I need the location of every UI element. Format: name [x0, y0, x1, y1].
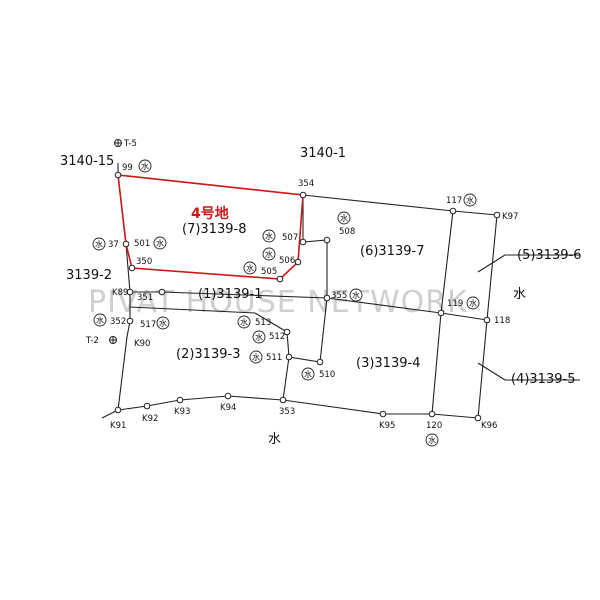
svg-text:水: 水 — [304, 369, 312, 379]
watermark-text: PIVAT HOUSE NETWORK — [88, 285, 468, 320]
svg-text:K95: K95 — [379, 421, 395, 431]
svg-text:水: 水 — [340, 213, 348, 223]
svg-text:120: 120 — [426, 421, 442, 431]
svg-text:505: 505 — [261, 267, 277, 277]
svg-text:水: 水 — [252, 352, 260, 362]
svg-text:501: 501 — [134, 239, 150, 249]
svg-text:119: 119 — [447, 299, 463, 309]
parcel-3140-15: 3140-15 — [60, 154, 114, 169]
parcel-3139-7: (6)3139-7 — [360, 244, 424, 259]
svg-text:K92: K92 — [142, 414, 158, 424]
water-mark-icon: 水 — [337, 211, 351, 225]
water-mark-icon: 水 — [262, 247, 276, 261]
svg-text:水: 水 — [265, 231, 273, 241]
svg-text:353: 353 — [279, 407, 295, 417]
svg-text:352: 352 — [110, 317, 126, 327]
svg-text:K96: K96 — [481, 421, 497, 431]
water-mark-icon: 水 — [301, 367, 315, 381]
svg-text:511: 511 — [266, 353, 282, 363]
water-mark-icon: 水 — [156, 316, 170, 330]
svg-text:506: 506 — [279, 256, 295, 266]
svg-text:K97: K97 — [502, 212, 518, 222]
svg-text:513: 513 — [255, 318, 271, 328]
water-mark-icon: 水 — [249, 350, 263, 364]
svg-text:37: 37 — [108, 240, 119, 250]
water-mark-icon: 水 — [153, 236, 167, 250]
svg-text:507: 507 — [282, 233, 298, 243]
water-mark-icon: 水 — [243, 261, 257, 275]
svg-text:水: 水 — [352, 290, 360, 300]
svg-text:350: 350 — [136, 257, 152, 267]
svg-text:水: 水 — [466, 195, 474, 205]
water-label-south: 水 — [268, 432, 281, 447]
parcel-3139-5: (4)3139-5 — [511, 372, 575, 387]
water-mark-icon: 水 — [466, 296, 480, 310]
water-mark-icon: 水 — [463, 193, 477, 207]
parcel-3139-2: 3139-2 — [66, 268, 112, 283]
svg-text:K90: K90 — [134, 339, 150, 349]
water-marks: 水 水 水 水 水 水 水 水 水 水 水 水 水 水 水 水 水 — [92, 159, 480, 447]
water-mark-icon: 水 — [92, 237, 106, 251]
svg-text:510: 510 — [319, 370, 335, 380]
svg-text:水: 水 — [96, 315, 104, 325]
svg-text:水: 水 — [159, 318, 167, 328]
water-mark-icon: 水 — [262, 229, 276, 243]
parcel-3139-4: (3)3139-4 — [356, 356, 420, 371]
water-mark-icon: 水 — [138, 159, 152, 173]
svg-text:水: 水 — [95, 239, 103, 249]
svg-text:T-2: T-2 — [85, 336, 99, 346]
svg-text:K89: K89 — [112, 288, 128, 298]
svg-text:517: 517 — [140, 320, 156, 330]
svg-text:118: 118 — [494, 316, 510, 326]
lot-4-label: 4号地 — [191, 205, 229, 222]
benchmark-t2: T-2 — [85, 336, 117, 346]
svg-text:351: 351 — [137, 293, 153, 303]
parcel-3139-1: (1)3139-1 — [198, 287, 262, 302]
water-mark-icon: 水 — [237, 315, 251, 329]
svg-text:354: 354 — [298, 179, 314, 189]
svg-text:512: 512 — [269, 332, 285, 342]
svg-text:K93: K93 — [174, 407, 190, 417]
svg-text:水: 水 — [469, 298, 477, 308]
svg-text:水: 水 — [428, 435, 436, 445]
water-label-east: 水 — [513, 287, 526, 302]
point-labels: 99 354 117 K97 37 501 350 507 508 506 50… — [108, 163, 518, 431]
svg-text:水: 水 — [141, 161, 149, 171]
svg-text:99: 99 — [122, 163, 133, 173]
svg-text:水: 水 — [246, 263, 254, 273]
water-mark-icon: 水 — [93, 313, 107, 327]
svg-text:水: 水 — [240, 317, 248, 327]
parcel-3139-8: (7)3139-8 — [182, 222, 246, 237]
svg-text:K94: K94 — [220, 403, 236, 413]
benchmark-t5: T-5 — [114, 139, 137, 149]
svg-text:K91: K91 — [110, 421, 126, 431]
parcel-3139-3: (2)3139-3 — [176, 347, 240, 362]
water-mark-icon: 水 — [252, 330, 266, 344]
water-mark-icon: 水 — [425, 433, 439, 447]
svg-text:355: 355 — [331, 291, 347, 301]
svg-text:117: 117 — [446, 196, 462, 206]
water-mark-icon: 水 — [349, 288, 363, 302]
svg-text:水: 水 — [265, 249, 273, 259]
svg-text:T-5: T-5 — [123, 139, 137, 149]
water-labels: 水 水 — [268, 287, 526, 447]
parcel-3139-6: (5)3139-6 — [517, 248, 581, 263]
parcel-labels: 3140-15 3140-1 3139-2 (1)3139-1 (2)3139-… — [60, 146, 581, 387]
parcel-3140-1: 3140-1 — [300, 146, 346, 161]
survey-nodes — [114, 171, 501, 422]
svg-text:508: 508 — [339, 227, 355, 237]
svg-text:水: 水 — [255, 332, 263, 342]
svg-text:水: 水 — [156, 238, 164, 248]
